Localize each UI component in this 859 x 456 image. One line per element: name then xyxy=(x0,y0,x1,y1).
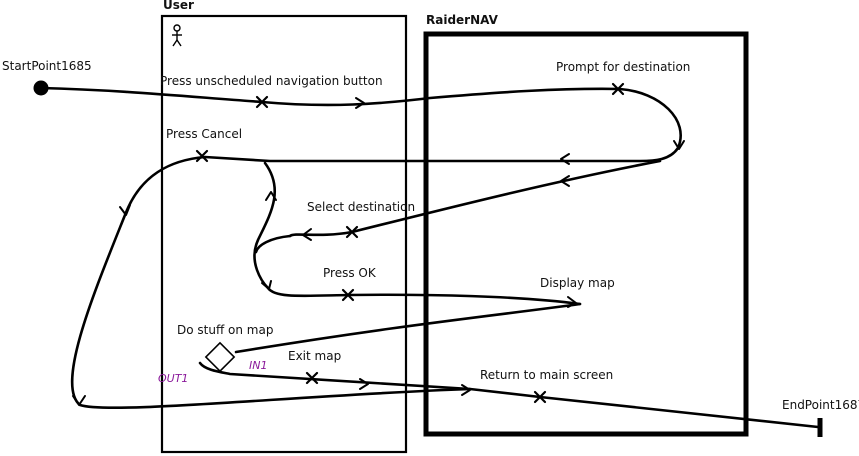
lane-raidernav-title: RaiderNAV xyxy=(426,13,499,27)
label-press-unscheduled: Press unscheduled navigation button xyxy=(160,74,383,88)
arrow-up-1 xyxy=(265,191,277,201)
arrow-down-4 xyxy=(72,395,86,406)
lane-user-title: User xyxy=(163,0,194,12)
flow-path-display xyxy=(234,302,582,354)
arrow-right-3 xyxy=(359,378,369,390)
start-point-label: StartPoint1685 xyxy=(2,59,92,73)
arrow-left-3 xyxy=(302,228,312,241)
arrow-down-3 xyxy=(119,204,131,216)
stick-figure-icon xyxy=(172,24,182,47)
x-mark-return xyxy=(533,390,547,404)
flow-path-select-back xyxy=(254,234,292,254)
x-mark-exit xyxy=(305,371,319,385)
label-display-map: Display map xyxy=(540,276,615,290)
label-exit-map: Exit map xyxy=(288,349,341,363)
x-mark-press-unscheduled xyxy=(255,95,269,109)
label-press-ok: Press OK xyxy=(323,266,377,280)
arrow-left-1 xyxy=(560,153,570,165)
x-mark-cancel xyxy=(195,149,209,163)
arrow-right-1 xyxy=(355,97,365,109)
arrow-left-2 xyxy=(560,175,570,187)
label-return-main: Return to main screen xyxy=(480,368,613,382)
x-mark-prompt xyxy=(611,82,625,96)
label-press-cancel: Press Cancel xyxy=(166,127,242,141)
lane-raidernav xyxy=(423,31,749,437)
flow-path-prompt-select xyxy=(288,159,662,238)
flow-path-ok xyxy=(266,286,582,306)
port-out-label: OUT1 xyxy=(158,372,188,385)
lane-user xyxy=(160,14,408,454)
diamond-icon[interactable] xyxy=(204,341,236,373)
arrowheads xyxy=(72,97,685,406)
x-mark-ok xyxy=(341,288,355,302)
flow-path-exit xyxy=(198,361,472,391)
label-do-stuff: Do stuff on map xyxy=(177,323,273,337)
arrow-right-4 xyxy=(461,384,471,396)
label-prompt-destination: Prompt for destination xyxy=(556,60,690,74)
label-select-destination: Select destination xyxy=(307,200,415,214)
end-point-label: EndPoint1687 xyxy=(782,398,859,412)
arrow-down-2 xyxy=(261,280,272,290)
x-mark-select xyxy=(345,225,359,239)
x-markers xyxy=(195,82,625,404)
port-in-label: IN1 xyxy=(249,359,267,372)
arrow-right-2 xyxy=(567,296,577,308)
flow-path-select xyxy=(253,161,276,290)
flow-path xyxy=(39,86,820,429)
arrow-down-1 xyxy=(673,140,685,150)
